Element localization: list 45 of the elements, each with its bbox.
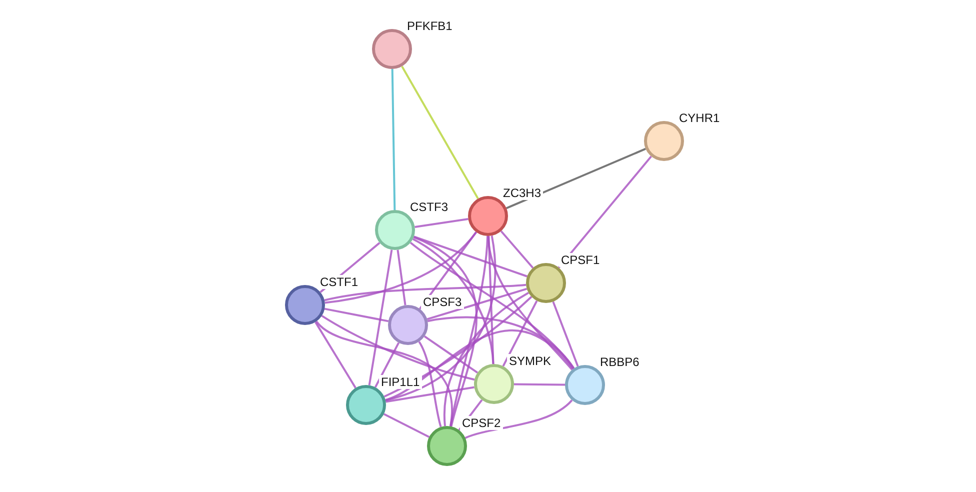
interaction-line bbox=[374, 342, 400, 388]
interaction-line bbox=[414, 236, 528, 278]
interaction-line bbox=[418, 341, 442, 428]
interaction-line bbox=[368, 250, 393, 386]
protein-label: CSTF3 bbox=[408, 200, 450, 214]
interaction-line bbox=[385, 236, 496, 402]
interaction-line bbox=[464, 399, 573, 439]
interaction-line bbox=[324, 284, 526, 302]
interaction-line bbox=[427, 316, 575, 369]
protein-label: CSTF1 bbox=[318, 275, 360, 289]
interaction-line bbox=[384, 296, 532, 398]
interaction-line bbox=[506, 148, 646, 210]
protein-label: CPSF2 bbox=[460, 416, 503, 430]
interaction-line bbox=[426, 288, 528, 320]
interaction-line bbox=[314, 322, 356, 388]
protein-label: CYHR1 bbox=[677, 111, 722, 125]
interaction-line bbox=[413, 236, 478, 427]
interaction-line bbox=[419, 232, 477, 310]
interaction-line bbox=[396, 250, 406, 306]
interaction-line bbox=[386, 386, 474, 403]
interaction-line bbox=[412, 238, 494, 364]
protein-label: FIP1L1 bbox=[379, 375, 422, 389]
interaction-line bbox=[502, 300, 538, 367]
interaction-line bbox=[385, 330, 574, 401]
interaction-line bbox=[424, 335, 478, 374]
interaction-line bbox=[383, 413, 430, 438]
interaction-line bbox=[391, 68, 396, 210]
interaction-line bbox=[401, 66, 479, 200]
interaction-line bbox=[324, 308, 389, 322]
interaction-line bbox=[552, 301, 579, 367]
interaction-line bbox=[558, 156, 652, 268]
interaction-line bbox=[316, 320, 453, 426]
interaction-line bbox=[321, 314, 475, 381]
protein-label: SYMPK bbox=[507, 354, 554, 368]
protein-label: CPSF3 bbox=[421, 295, 464, 309]
protein-label: CPSF1 bbox=[559, 253, 602, 267]
protein-label: RBBP6 bbox=[598, 355, 642, 369]
interaction-line bbox=[414, 218, 468, 228]
protein-label: ZC3H3 bbox=[501, 186, 544, 200]
interaction-line bbox=[514, 383, 566, 386]
interaction-line bbox=[487, 236, 573, 370]
interaction-line bbox=[444, 292, 530, 426]
interaction-line bbox=[488, 236, 494, 364]
protein-label: PFKFB1 bbox=[405, 19, 454, 33]
interaction-line bbox=[500, 230, 534, 269]
